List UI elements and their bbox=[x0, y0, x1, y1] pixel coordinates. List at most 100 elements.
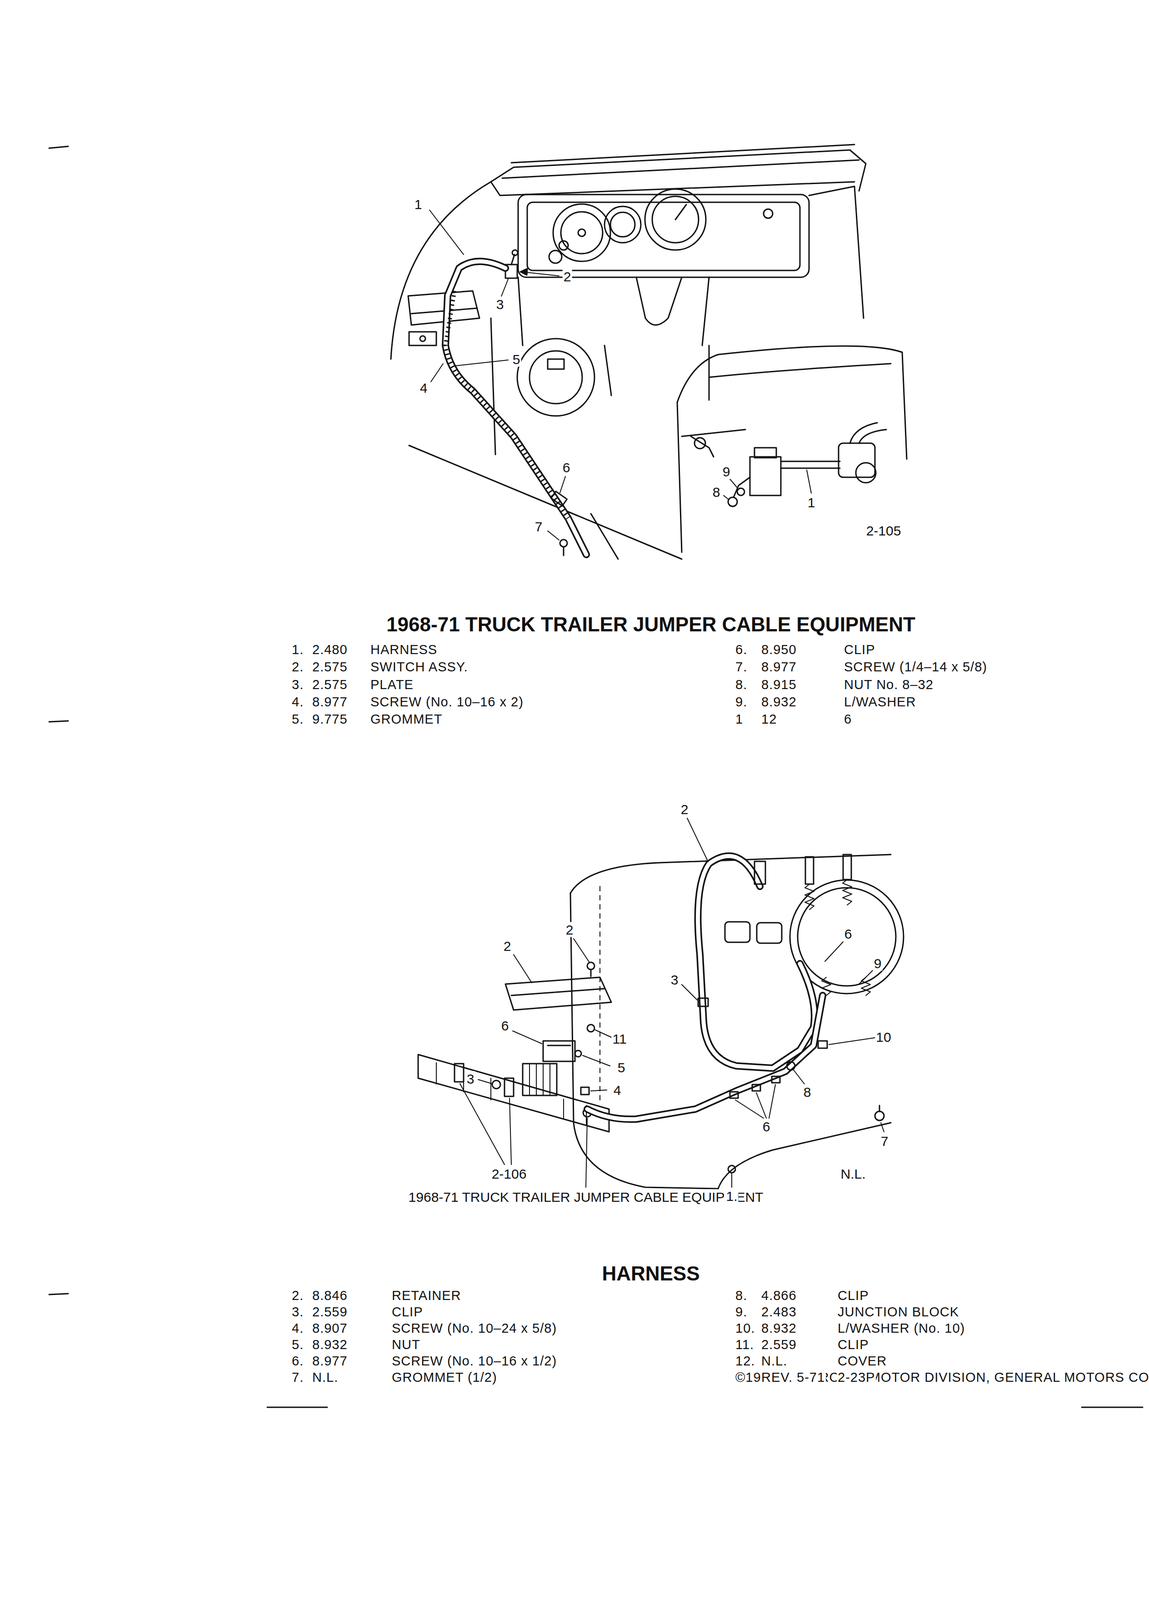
truck-rear-illustration-stroke bbox=[522, 1063, 557, 1096]
part-group-number: 2.575 bbox=[311, 659, 349, 675]
engine-compartment-inset-stroke bbox=[780, 467, 840, 470]
truck-rear-illustration-stroke bbox=[687, 818, 709, 862]
dashboard-illustration-stroke bbox=[511, 254, 515, 265]
truck-rear-illustration-stroke bbox=[805, 856, 814, 885]
dashboard-illustration-stroke bbox=[518, 194, 810, 278]
dashboard-illustration-stroke bbox=[454, 359, 509, 366]
callout-number: N.L. bbox=[839, 1166, 867, 1182]
part-name: SWITCH ASSY. bbox=[369, 659, 470, 675]
dashboard-illustration-stroke bbox=[563, 546, 565, 556]
item-number: 7. bbox=[734, 659, 749, 675]
callout-number: 11 bbox=[611, 1031, 628, 1047]
engine-compartment-inset-stroke bbox=[709, 363, 891, 378]
callout-number: 6 bbox=[843, 926, 854, 942]
item-number: 7. bbox=[290, 1370, 305, 1385]
item-number: 4. bbox=[290, 1321, 305, 1336]
item-number: 9. bbox=[734, 1304, 749, 1320]
truck-rear-illustration bbox=[418, 818, 904, 1189]
truck-rear-illustration-stroke bbox=[698, 998, 709, 1007]
callout-number: 7 bbox=[534, 519, 544, 535]
truck-rear-illustration-stroke bbox=[698, 855, 815, 1069]
callout-number: 9 bbox=[721, 464, 732, 480]
part-name: SCREW (1/4–14 x 5/8) bbox=[843, 659, 989, 675]
callout-number: 1 bbox=[413, 196, 424, 212]
part-group-number: 2.575 bbox=[311, 677, 349, 693]
truck-rear-illustration-stroke bbox=[718, 1122, 891, 1189]
dashboard-illustration-stroke bbox=[527, 202, 800, 271]
margin-marks bbox=[49, 146, 69, 1295]
engine-compartment-inset-stroke bbox=[681, 429, 746, 437]
truck-rear-illustration-stroke bbox=[585, 1118, 588, 1188]
dashboard-illustration-stroke bbox=[490, 318, 496, 455]
callout-number: 6 bbox=[561, 459, 572, 475]
truck-rear-illustration-stroke bbox=[752, 1084, 761, 1091]
callout-number: 6 bbox=[500, 1018, 510, 1034]
dashboard-illustration-stroke bbox=[636, 277, 682, 325]
part-name: SCREW (No. 10–24 x 5/8) bbox=[390, 1321, 558, 1336]
engine-compartment-inset-stroke bbox=[859, 429, 887, 444]
dashboard-illustration-stroke bbox=[445, 290, 569, 519]
callout-number: 5 bbox=[511, 351, 522, 367]
callout-number: 4 bbox=[612, 1082, 623, 1098]
truck-rear-illustration-stroke bbox=[880, 1122, 885, 1132]
part-name: NUT No. 8–32 bbox=[843, 677, 935, 693]
engine-compartment-inset-stroke bbox=[806, 469, 812, 494]
truck-rear-illustration-stroke bbox=[543, 1040, 575, 1062]
item-number: 10. bbox=[734, 1321, 756, 1336]
engine-compartment-inset-stroke bbox=[729, 479, 738, 489]
part-group-number: REV. 5-71 bbox=[760, 1370, 826, 1385]
truck-rear-illustration-stroke bbox=[797, 887, 896, 986]
part-group-number: 8.915 bbox=[760, 677, 798, 693]
part-name: CLIP bbox=[836, 1288, 870, 1304]
part-name: PLATE bbox=[369, 677, 415, 693]
truck-rear-illustration-stroke bbox=[505, 977, 612, 1010]
engine-compartment-inset-stroke bbox=[690, 436, 714, 457]
part-group-number: 8.932 bbox=[760, 1321, 798, 1336]
item-number: 9. bbox=[734, 694, 749, 710]
dashboard-illustration-stroke bbox=[512, 249, 518, 256]
dashboard-illustration-stroke bbox=[547, 359, 565, 370]
truck-rear-illustration-stroke bbox=[573, 938, 590, 962]
truck-rear-illustration-stroke bbox=[587, 962, 595, 970]
dashboard-illustration-stroke bbox=[644, 189, 706, 250]
item-number: 3. bbox=[290, 1304, 305, 1320]
dashboard-illustration-stroke bbox=[675, 204, 687, 220]
truck-rear-illustration-stroke bbox=[529, 1063, 550, 1096]
truck-rear-illustration-stroke bbox=[874, 1111, 885, 1121]
item-number: 3. bbox=[290, 677, 305, 693]
callout-number: 9 bbox=[873, 955, 883, 971]
section-title: HARNESS bbox=[600, 1262, 701, 1285]
truck-rear-illustration-stroke bbox=[418, 1054, 610, 1132]
dashboard-illustration-stroke bbox=[390, 149, 866, 360]
callout-number: 1 bbox=[806, 494, 817, 510]
footer-rules-stroke bbox=[267, 1406, 328, 1409]
margin-marks-stroke bbox=[49, 720, 69, 722]
truck-rear-illustration-stroke bbox=[728, 1165, 736, 1173]
callout-number: 2-106 bbox=[490, 1166, 528, 1182]
dashboard-illustration-stroke bbox=[559, 240, 569, 250]
item-number: 2. bbox=[290, 1288, 305, 1304]
part-name: SCREW (No. 10–16 x 1/2) bbox=[390, 1353, 558, 1369]
dashboard-illustration-stroke bbox=[445, 261, 587, 555]
part-name: NUT bbox=[390, 1337, 422, 1353]
part-name: COVER bbox=[836, 1353, 888, 1369]
part-group-number: 8.932 bbox=[311, 1337, 349, 1353]
truck-rear-illustration-stroke bbox=[574, 1050, 582, 1057]
truck-rear-illustration-stroke bbox=[842, 879, 852, 905]
truck-rear-illustration-stroke bbox=[590, 969, 592, 977]
part-group-number: 8.950 bbox=[760, 642, 798, 658]
dashboard-illustration-stroke bbox=[409, 331, 437, 346]
item-number: 6. bbox=[734, 642, 749, 658]
dashboard-illustration-stroke bbox=[501, 279, 509, 297]
item-number: 4. bbox=[290, 694, 305, 710]
truck-rear-illustration-stroke bbox=[754, 861, 766, 885]
part-name: SCREW (No. 10–16 x 2) bbox=[369, 694, 525, 710]
truck-rear-illustration-stroke bbox=[793, 1069, 805, 1085]
truck-rear-illustration-stroke bbox=[478, 1079, 492, 1084]
dashboard-illustration-stroke bbox=[549, 250, 562, 264]
dashboard-illustration-stroke bbox=[520, 268, 528, 275]
part-group-number: N.L. bbox=[311, 1370, 340, 1385]
truck-rear-illustration-stroke bbox=[511, 988, 605, 996]
callout-number: 2 bbox=[564, 922, 575, 938]
